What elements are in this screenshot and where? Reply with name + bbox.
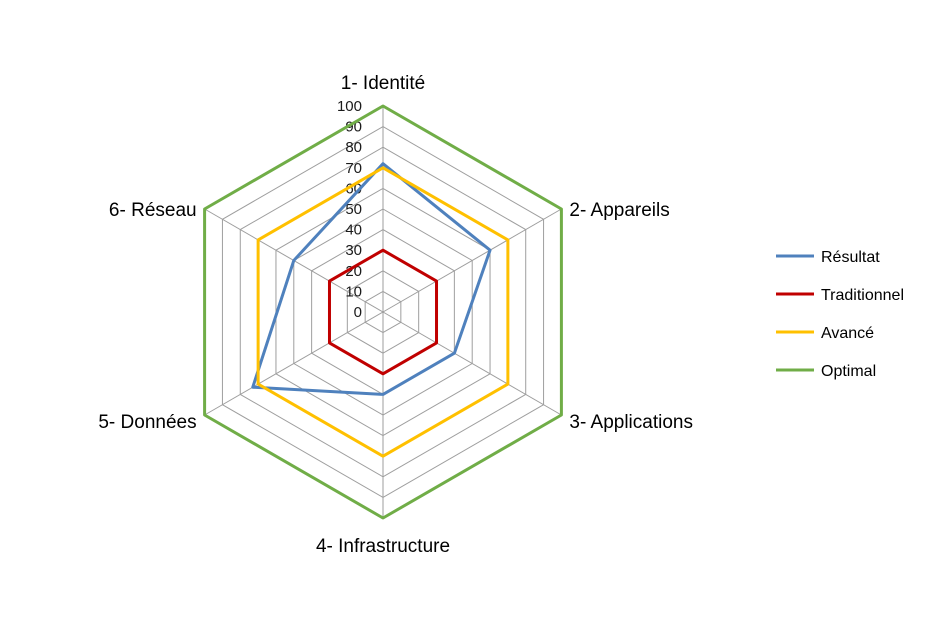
tick-label-70: 70 [345,160,362,177]
tick-label-90: 90 [345,119,362,136]
series-line-avancé [256,166,510,458]
category-label-1: 1- Identité [341,73,426,94]
category-label-2: 2- Appareils [569,200,669,221]
category-label-5: 5- Données [98,412,196,433]
tick-label-80: 80 [345,139,362,156]
category-axis-labels: 1- Identité 2- Appareils 3- Applications 4-… [98,73,693,557]
category-label-4: 4- Infrastructure [316,536,450,557]
tick-label-10: 10 [345,283,362,300]
tick-label-100: 100 [337,98,362,115]
spoke-2 [382,208,562,313]
tick-label-0: 0 [354,304,362,321]
tick-label-40: 40 [345,222,362,239]
legend-label-traditionnel: Traditionnel [821,287,904,304]
category-label-3: 3- Applications [569,412,693,433]
series-line-résultat [251,162,492,396]
legend-label-avancé: Avancé [821,325,874,342]
tick-label-20: 20 [345,263,362,280]
series-line-optimal [203,104,563,520]
data-series [203,104,563,520]
tick-label-50: 50 [345,201,362,218]
spoke-5 [204,311,384,416]
category-label-6: 6- Réseau [109,200,197,221]
legend-label-optimal: Optimal [821,363,876,380]
spoke-3 [382,311,562,416]
series-line-traditionnel [327,248,439,376]
legend-label-résultat: Résultat [821,249,880,266]
radar-spokes [204,106,562,518]
tick-label-30: 30 [345,242,362,259]
